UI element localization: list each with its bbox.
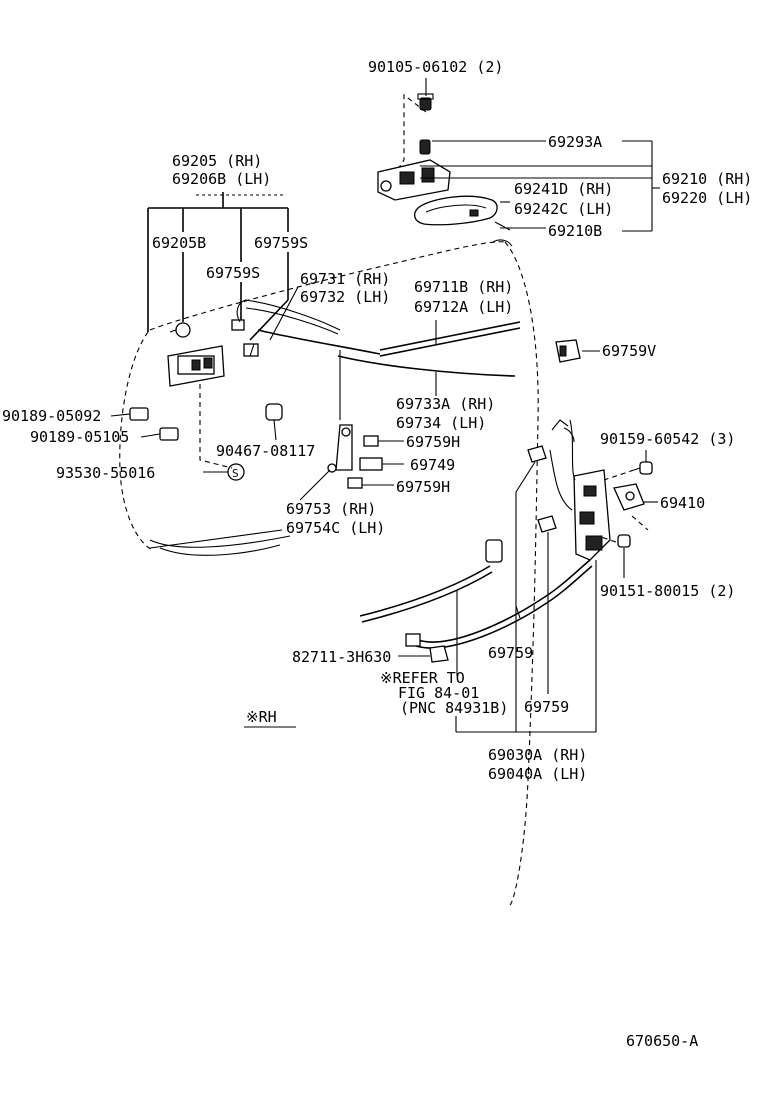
label-69410: 69410 [660, 494, 705, 512]
label-69711B-rh: 69711B (RH) [414, 278, 513, 296]
door-lock-lever [327, 424, 383, 489]
lock-rods [243, 299, 521, 420]
label-90105-06102: 90105-06102 (2) [368, 58, 503, 76]
label-90467-08117: 90467-08117 [216, 442, 315, 460]
label-69242C-lh: 69242C (LH) [514, 200, 613, 218]
clip-69759-parts [527, 445, 557, 533]
label-90159-60542: 90159-60542 (3) [600, 430, 735, 448]
dashed-leader-bolt [395, 93, 427, 173]
label-69754C-lh: 69754C (LH) [286, 519, 385, 537]
label-69759S-a: 69759S [254, 234, 308, 252]
label-refer-to: ※REFER TO [380, 669, 465, 687]
label-90189-05092: 90189-05092 [2, 407, 101, 425]
label-fig-84-01: FIG 84-01 [398, 684, 479, 702]
label-69040A-lh: 69040A (LH) [488, 765, 587, 783]
label-69759S-b: 69759S [206, 264, 260, 282]
label-82711-3H630: 82711-3H630 [292, 648, 391, 666]
label-69759-a: 69759 [488, 644, 533, 662]
label-69733A-rh: 69733A (RH) [396, 395, 495, 413]
door-panel-outline [119, 239, 539, 906]
label-69712A-lh: 69712A (LH) [414, 298, 513, 316]
label-69205-rh: 69205 (RH) [172, 152, 262, 170]
label-69759H-a: 69759H [406, 433, 460, 451]
figure-code: 670650-A [626, 1032, 698, 1050]
inside-handle-bezel [167, 322, 225, 387]
label-69759V: 69759V [602, 342, 656, 360]
lock-cable-82711 [359, 539, 593, 663]
label-90189-05105: 90189-05105 [30, 428, 129, 446]
label-69759H-b: 69759H [396, 478, 450, 496]
clip-69759V-part [555, 339, 581, 363]
label-69210-rh: 69210 (RH) [662, 170, 752, 188]
label-69759-b: 69759 [524, 698, 569, 716]
label-69749: 69749 [410, 456, 455, 474]
label-93530-55016: 93530-55016 [56, 464, 155, 482]
label-69206B-lh: 69206B (LH) [172, 170, 271, 188]
outside-handle-assembly [377, 139, 511, 231]
label-69732-lh: 69732 (LH) [300, 288, 390, 306]
label-69293A: 69293A [548, 133, 602, 151]
door-lock-assembly [549, 419, 611, 561]
label-69205B: 69205B [152, 234, 206, 252]
label-pnc-84931B: (PNC 84931B) [400, 699, 508, 717]
label-69241D-rh: 69241D (RH) [514, 180, 613, 198]
bolt-90105-part [417, 93, 434, 111]
striker-69410 [613, 483, 645, 511]
circle-s-mark: S [232, 467, 239, 480]
label-90151-80015: 90151-80015 (2) [600, 582, 735, 600]
label-69030A-rh: 69030A (RH) [488, 746, 587, 764]
label-69210B: 69210B [548, 222, 602, 240]
label-69753-rh: 69753 (RH) [286, 500, 376, 518]
clip-69759S-parts [231, 299, 259, 357]
label-69731-rh: 69731 (RH) [300, 270, 390, 288]
rh-note: ※RH [246, 708, 277, 726]
label-69734-lh: 69734 (LH) [396, 414, 486, 432]
label-69220-lh: 69220 (LH) [662, 189, 752, 207]
